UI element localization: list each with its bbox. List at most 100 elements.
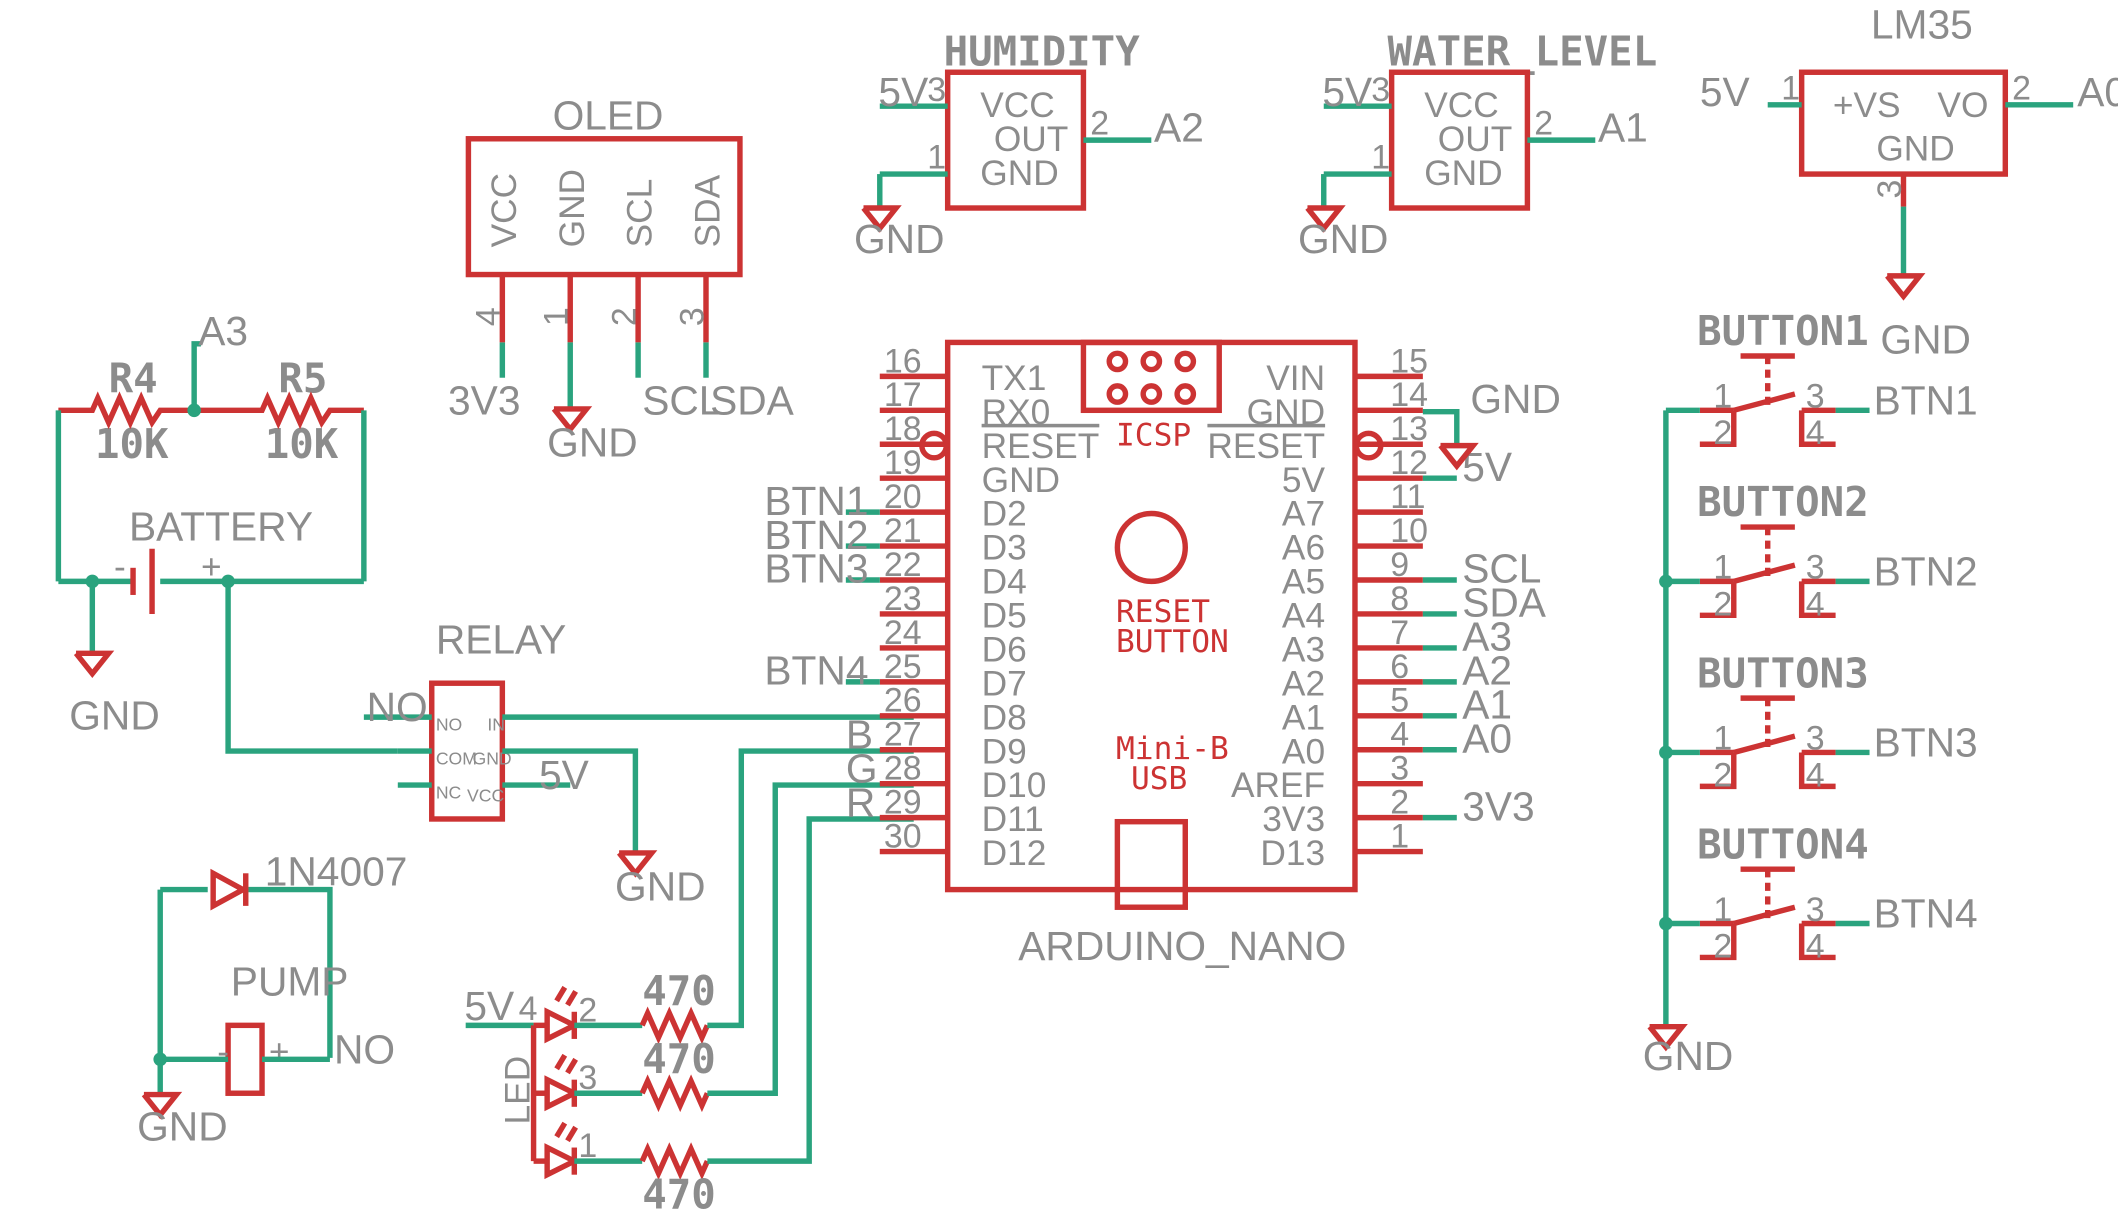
arduino-pinnum-27: 27 xyxy=(884,716,922,754)
arduino-gnd-icon xyxy=(1438,442,1479,471)
battery-title: BATTERY xyxy=(129,504,313,550)
reset-right-bubble xyxy=(1353,430,1384,461)
pump-title: PUMP xyxy=(231,958,349,1004)
oled-pin-scl: SCL xyxy=(621,179,660,248)
arduino-pinnum-26: 26 xyxy=(884,682,922,720)
r4-name: R4 xyxy=(109,355,158,403)
led-pinnum-r: 1 xyxy=(578,1127,597,1165)
arduino-net-g: G xyxy=(846,745,878,791)
water-level-pin-vcc: VCC xyxy=(1424,86,1499,125)
battery-minus: - xyxy=(114,548,126,587)
arduino-net-btn4: BTN4 xyxy=(764,648,868,694)
lm35-net-a0: A0 xyxy=(2077,69,2118,115)
arduino-pin-d9: D9 xyxy=(982,732,1027,771)
pump-gnd-label: GND xyxy=(137,1104,227,1150)
water-level-pinnum-2: 2 xyxy=(1534,105,1553,143)
reset-left-bubble xyxy=(919,430,950,461)
water-level-pin-gnd: GND xyxy=(1424,154,1502,193)
relay-net-5v: 5V xyxy=(539,752,589,798)
arduino-pinnum-18: 18 xyxy=(884,410,922,448)
led-blue: 2 xyxy=(533,985,643,1044)
relay-pin-nc: NC xyxy=(436,783,462,803)
button-array: BUTTON11234BTN1BUTTON21234BTN2BUTTON3123… xyxy=(1659,307,1978,965)
arduino-net-scl: SCL xyxy=(1462,546,1541,592)
arduino-nano: ICSP RESET BUTTON Mini-B USB ARDUINO_NAN… xyxy=(764,339,1561,969)
humidity-pin-vcc: VCC xyxy=(980,86,1055,125)
oled-body xyxy=(465,136,743,278)
arduino-pinnum-6: 6 xyxy=(1390,648,1409,686)
divider-tap-a3: A3 xyxy=(198,308,248,354)
water-level-net-5v: 5V xyxy=(1322,69,1372,115)
oled-net-scl: SCL xyxy=(642,377,721,423)
arduino-pinnum-14: 14 xyxy=(1390,376,1428,414)
led-title: LED xyxy=(499,1056,538,1125)
relay-pin-gnd: GND xyxy=(472,749,511,769)
arduino-pin-5v: 5V xyxy=(1282,461,1326,500)
humidity-sensor: HUMIDITY VCC OUT GND 5V 3 1 2 A2 GND xyxy=(854,27,1204,261)
relay-module: RELAY NO COM NC IN GND VCC NO 5V GND xyxy=(225,581,914,909)
arduino-pin-reset: RESET xyxy=(1207,427,1325,466)
arduino-pin-d6: D6 xyxy=(982,630,1027,669)
led-pinnum-g: 3 xyxy=(578,1059,597,1097)
r4-value: 10K xyxy=(95,420,169,468)
oled-pinnum-4: 4 xyxy=(470,307,508,326)
reset-button-icon xyxy=(1114,510,1188,585)
arduino-pin-gnd: GND xyxy=(1247,393,1325,432)
water-level-pinnum-1: 1 xyxy=(1371,139,1390,177)
arduino-pinnum-10: 10 xyxy=(1390,512,1428,550)
pump-net-no: NO xyxy=(334,1026,395,1072)
button-1-title: BUTTON1 xyxy=(1697,307,1869,355)
relay-net-no: NO xyxy=(367,684,428,730)
buttons-gnd-icon xyxy=(1647,1023,1688,1052)
arduino-pin-d7: D7 xyxy=(982,664,1027,703)
humidity-gnd-label: GND xyxy=(854,216,944,262)
pump-motor xyxy=(225,1022,265,1096)
arduino-net-b: B xyxy=(846,711,873,757)
arduino-pinnum-20: 20 xyxy=(884,478,922,516)
arduino-pinnum-13: 13 xyxy=(1390,410,1428,448)
led-pinnum-common: 4 xyxy=(519,990,538,1028)
arduino-pinnum-30: 30 xyxy=(884,817,922,855)
arduino-pinnum-2: 2 xyxy=(1390,784,1409,822)
relay-pin-in: IN xyxy=(487,715,505,735)
arduino-pinnum-9: 9 xyxy=(1390,546,1409,584)
r5-resistor xyxy=(194,391,364,430)
water-level-title: WATER_LEVEL xyxy=(1388,27,1658,75)
led-resistor-b xyxy=(639,1006,710,1045)
usb-label-2: USB xyxy=(1131,761,1187,797)
button-pinnum: 3 xyxy=(1806,720,1825,758)
button-3-title: BUTTON3 xyxy=(1697,649,1869,697)
oled-pinnum-1: 1 xyxy=(538,307,576,326)
button-pinnum: 4 xyxy=(1806,756,1825,794)
led-pinnum-b: 2 xyxy=(578,991,597,1029)
pump-plus: + xyxy=(269,1032,290,1071)
led-resistor-r-value: 470 xyxy=(642,1171,716,1213)
water-level-pinnum-3: 3 xyxy=(1371,71,1390,109)
oled-pinnum-2: 2 xyxy=(605,307,643,326)
led-green: 3 xyxy=(533,1053,643,1112)
button-2-title: BUTTON2 xyxy=(1697,478,1869,526)
arduino-pin-a5: A5 xyxy=(1282,563,1325,602)
led-net-5v: 5V xyxy=(464,983,514,1029)
relay-pin-com: COM xyxy=(436,749,477,769)
diode-label: 1N4007 xyxy=(265,849,408,895)
button-pinnum: 4 xyxy=(1806,414,1825,452)
oled-pinnum-3: 3 xyxy=(673,307,711,326)
lm35-pinnum-3: 3 xyxy=(1871,180,1909,199)
button-pinnum: 2 xyxy=(1713,927,1732,965)
arduino-pinnum-25: 25 xyxy=(884,648,922,686)
button-1-net: BTN1 xyxy=(1874,377,1978,423)
button-pinnum: 4 xyxy=(1806,927,1825,965)
arduino-pin-a3: A3 xyxy=(1282,630,1325,669)
arduino-pin-d2: D2 xyxy=(982,495,1027,534)
pump-gnd-icon xyxy=(141,1091,183,1120)
arduino-pin-d4: D4 xyxy=(982,563,1027,602)
button-pinnum: 2 xyxy=(1713,414,1732,452)
relay-pin-no: NO xyxy=(436,715,462,735)
